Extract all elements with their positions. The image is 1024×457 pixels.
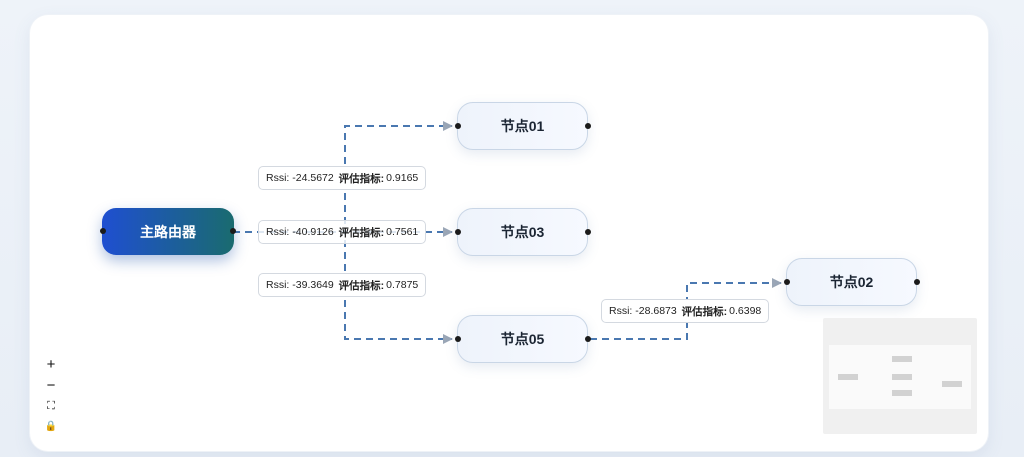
handle-router-left[interactable] bbox=[100, 228, 106, 234]
plus-icon[interactable]: + bbox=[46, 355, 56, 373]
node-02[interactable]: 节点02 bbox=[786, 258, 917, 306]
handle-n01-left[interactable] bbox=[455, 123, 461, 129]
zoom-controls: + − ⛶ 🔒 bbox=[40, 353, 62, 437]
handle-router-right[interactable] bbox=[230, 228, 236, 234]
minimap[interactable] bbox=[823, 318, 977, 434]
handle-n02-left[interactable] bbox=[784, 279, 790, 285]
handle-n01-right[interactable] bbox=[585, 123, 591, 129]
minimap-node-01 bbox=[892, 356, 912, 362]
node-router[interactable]: 主路由器 bbox=[102, 208, 234, 255]
minimap-node-05 bbox=[892, 390, 912, 396]
minimap-node-02 bbox=[942, 381, 962, 387]
handle-n02-right[interactable] bbox=[914, 279, 920, 285]
fit-view-icon[interactable]: ⛶ bbox=[47, 399, 55, 412]
edge-label-n01: Rssi: -24.5672 评估指标:0.9165 bbox=[258, 166, 427, 190]
minimap-node-03 bbox=[892, 374, 912, 380]
edge-label-n05: Rssi: -39.3649 评估指标:0.7875 bbox=[258, 273, 427, 297]
node-01[interactable]: 节点01 bbox=[457, 102, 588, 150]
handle-n03-left[interactable] bbox=[455, 229, 461, 235]
minimap-node-router bbox=[838, 374, 858, 380]
minus-icon[interactable]: − bbox=[46, 376, 56, 394]
edge-label-n02: Rssi: -28.6873 评估指标:0.6398 bbox=[601, 299, 770, 323]
handle-n05-right[interactable] bbox=[585, 336, 591, 342]
handle-n05-left[interactable] bbox=[455, 336, 461, 342]
lock-icon[interactable]: 🔒 bbox=[44, 421, 58, 432]
node-05[interactable]: 节点05 bbox=[457, 315, 588, 363]
handle-n03-right[interactable] bbox=[585, 229, 591, 235]
node-03[interactable]: 节点03 bbox=[457, 208, 588, 256]
edge-label-n03: Rssi: -40.9126 评估指标:0.7561 bbox=[258, 220, 427, 244]
